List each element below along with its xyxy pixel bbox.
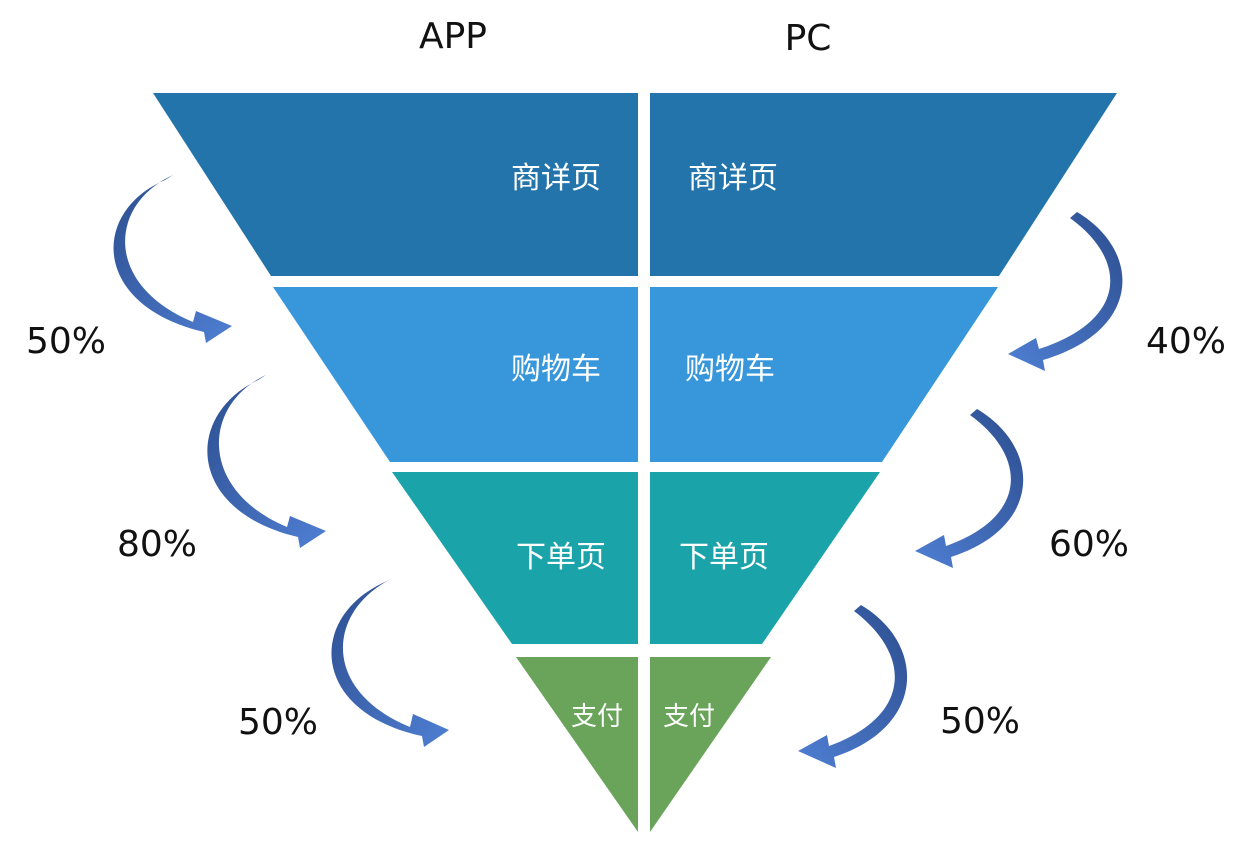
pc-conversion-rate-3: 50%	[940, 701, 1020, 742]
app-stage-1-band	[153, 93, 638, 276]
pc-conversion-rate-2: 60%	[1049, 524, 1129, 565]
app-stage-1-label: 商详页	[511, 161, 601, 196]
app-stage-4-band	[516, 657, 638, 832]
app-stage-4-label: 支付	[571, 702, 623, 732]
pc-stage-4-band	[650, 657, 771, 832]
pc-stage-1-label: 商详页	[688, 161, 778, 196]
pc-conversion-rate-1: 40%	[1146, 321, 1226, 362]
app-conversion-arrow-2	[207, 375, 326, 548]
app-stage-3-band	[392, 472, 638, 644]
pc-column-title: PC	[785, 18, 832, 59]
app-column-title: APP	[419, 16, 487, 57]
pc-stage-1-band	[650, 93, 1117, 276]
pc-stage-4-label: 支付	[663, 702, 715, 732]
pc-conversion-arrow-3	[798, 605, 908, 768]
pc-stage-3-band	[650, 472, 880, 644]
pc-stage-2-label: 购物车	[685, 352, 775, 387]
app-conversion-rate-2: 80%	[117, 524, 197, 565]
app-stage-2-label: 购物车	[511, 352, 601, 387]
pc-conversion-arrow-1	[1008, 212, 1123, 371]
pc-conversion-arrow-2	[915, 409, 1024, 568]
app-conversion-arrow-3	[331, 578, 449, 747]
app-conversion-rate-1: 50%	[26, 321, 106, 362]
pc-stage-3-label: 下单页	[679, 540, 769, 575]
app-stage-2-band	[273, 287, 638, 462]
app-stage-3-label: 下单页	[516, 540, 606, 575]
app-conversion-rate-3: 50%	[238, 702, 318, 743]
app-conversion-arrow-1	[113, 175, 232, 343]
pc-stage-2-band	[650, 287, 998, 462]
